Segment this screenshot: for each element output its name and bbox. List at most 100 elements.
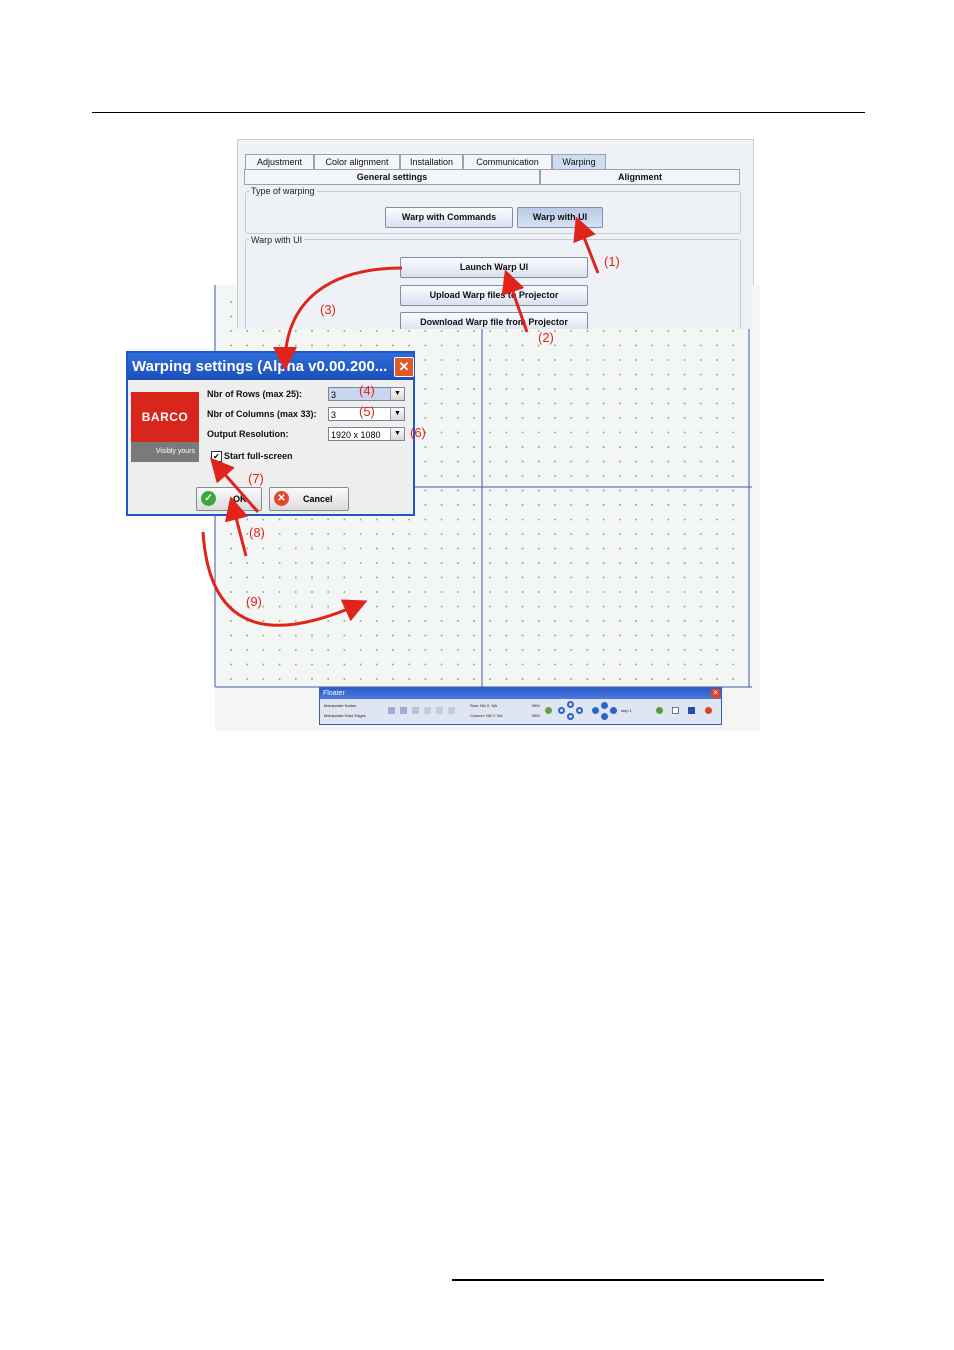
grid-point [424,576,427,579]
grid-point [294,678,297,680]
grid-point [602,431,605,434]
grid-point [602,446,605,448]
grid-point [651,562,654,564]
grid-point [602,576,605,579]
grid-point [262,533,265,535]
floater-close-icon[interactable]: ✕ [711,689,720,698]
layout-icon-2[interactable] [400,707,407,714]
grid-point [440,359,443,361]
manipulate-nodes-radio[interactable]: Manipulate Nodes [324,703,357,708]
grid-point [489,489,492,492]
cancel-button[interactable]: ✕ Cancel [269,487,349,511]
manipulate-hard-edges-radio[interactable]: Manipulate Hard Edges [324,713,366,718]
callout-7: (7) [248,471,264,486]
resolution-select[interactable]: 1920 x 1080 ▼ [328,427,405,441]
move-down-icon[interactable] [601,713,608,720]
zoom-readout-1: 98% [532,703,541,708]
tab-warping[interactable]: Warping [552,154,606,170]
grid-point [667,562,670,564]
grid-point [667,518,670,521]
layout-icon-6[interactable] [448,707,455,714]
move-right-icon[interactable] [610,707,617,714]
grid-point [618,373,621,376]
grid-point [505,663,508,666]
grid-point [246,663,249,666]
grid-point [521,576,524,579]
grid-point [311,547,313,550]
grid-point [375,663,378,666]
layout-icon-1[interactable] [388,707,395,714]
grid-point [327,533,330,535]
move-up-icon[interactable] [601,702,608,709]
grid-point [586,417,589,419]
grid-point [392,591,394,593]
grid-point [618,533,621,535]
warp-with-commands-button[interactable]: Warp with Commands [385,207,513,228]
tab-color-alignment[interactable]: Color alignment [314,154,400,170]
grid-point [651,634,654,637]
ok-button[interactable]: ✓ OK [196,487,262,511]
globe-icon[interactable] [545,707,552,714]
grid-point [521,605,524,608]
grid-point [375,576,378,579]
grid-point [602,620,605,622]
grid-point [699,359,702,361]
upload-warp-files-button[interactable]: Upload Warp files to Projector [400,285,588,306]
grid-point [716,620,718,622]
subtab-alignment[interactable]: Alignment [540,169,740,185]
grid-point [554,634,556,637]
grid-point [570,388,573,390]
close-icon[interactable]: ✕ [394,357,414,377]
stop-icon[interactable] [705,707,712,714]
grid-point [570,605,573,608]
layout-icon-5[interactable] [436,707,443,714]
grid-point [473,446,475,448]
grid-point [635,504,637,506]
tab-installation[interactable]: Installation [400,154,463,170]
tab-adjustment[interactable]: Adjustment [245,154,314,170]
arrow-left-icon[interactable] [558,707,565,714]
subtab-general-settings[interactable]: General settings [244,169,540,185]
grid-point [278,576,281,579]
grid-point [586,547,589,550]
grid-point [570,446,573,448]
document-icon[interactable] [672,707,679,714]
grid-point [294,547,297,550]
tab-communication[interactable]: Communication [463,154,552,170]
arrow-down-icon[interactable] [567,713,574,720]
grid-point [667,359,670,361]
grid-point [683,533,686,535]
grid-point [554,475,556,477]
grid-point [327,344,330,347]
move-left-icon[interactable] [592,707,599,714]
grid-point [554,663,556,666]
grid-point [699,402,702,405]
layout-icon-3[interactable] [412,707,419,714]
grid-point [586,489,589,492]
grid-point [683,620,686,622]
grid-point [473,475,475,477]
arrow-right-icon[interactable] [576,707,583,714]
columns-select[interactable]: 3 ▼ [328,407,405,421]
grid-point [327,576,330,579]
grid-point [489,431,492,434]
chevron-down-icon[interactable]: ▼ [390,428,404,440]
layout-icon-4[interactable] [424,707,431,714]
grid-point [489,678,492,680]
chevron-down-icon[interactable]: ▼ [390,388,404,400]
grid-point [392,663,394,666]
grid-point [327,663,330,666]
grid-point [327,634,330,637]
grid-point [667,620,670,622]
floater-toolbar[interactable]: Floater ✕ Manipulate Nodes Manipulate Ha… [319,687,722,725]
grid-point [262,562,265,564]
grid-point [408,634,411,637]
grid-point [327,547,330,550]
grid-point [537,388,540,390]
save-icon[interactable] [688,707,695,714]
chevron-down-icon[interactable]: ▼ [390,408,404,420]
grid-point [554,431,556,434]
arrow-up-icon[interactable] [567,701,574,708]
rows-select[interactable]: 3 ▼ [328,387,405,401]
refresh-icon[interactable] [656,707,663,714]
